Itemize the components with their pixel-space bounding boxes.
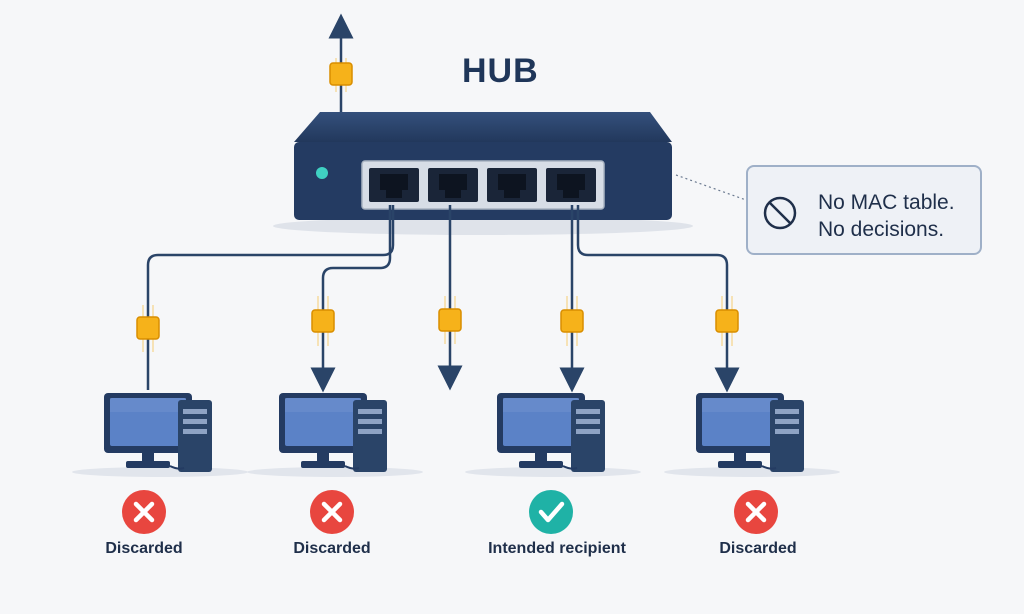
check-icon — [529, 490, 573, 534]
cable-4 — [576, 205, 740, 393]
hub-device — [273, 112, 693, 235]
callout-line-2: No decisions. — [818, 218, 945, 241]
cross-icon — [310, 490, 354, 534]
diagram-title: HUB — [462, 52, 539, 90]
device-2-label: Discarded — [293, 540, 371, 557]
packets — [136, 296, 739, 352]
hub-ports — [369, 168, 596, 202]
device-3-label: Intended recipient — [488, 540, 626, 557]
computer-1-icon — [72, 393, 248, 477]
status-icons — [122, 490, 778, 534]
device-cables — [146, 205, 740, 393]
computer-2-icon — [247, 393, 423, 477]
computer-4-icon — [664, 393, 840, 477]
packet-icon — [311, 296, 335, 346]
port-3-icon — [487, 168, 537, 202]
packet-icon — [715, 296, 739, 346]
callout-line-1: No MAC table. — [818, 191, 955, 214]
cross-icon — [122, 490, 166, 534]
device-4-label: Discarded — [719, 540, 797, 557]
uplink-packet-icon — [329, 58, 353, 92]
cross-icon — [734, 490, 778, 534]
prohibited-icon — [763, 196, 797, 230]
packet-icon — [438, 296, 462, 344]
device-1-label: Discarded — [105, 540, 183, 557]
callout-connector — [675, 174, 747, 201]
computers — [72, 393, 840, 477]
packet-icon — [560, 296, 584, 346]
uplink-cable — [328, 13, 354, 112]
power-led-icon — [316, 167, 328, 179]
port-2-icon — [428, 168, 478, 202]
cable-2 — [310, 205, 392, 393]
computer-3-icon — [465, 393, 641, 477]
port-1-icon — [369, 168, 419, 202]
port-4-icon — [546, 168, 596, 202]
info-callout: No MAC table. No decisions. — [746, 165, 982, 255]
packet-icon — [136, 305, 160, 352]
cable-1 — [146, 205, 395, 390]
